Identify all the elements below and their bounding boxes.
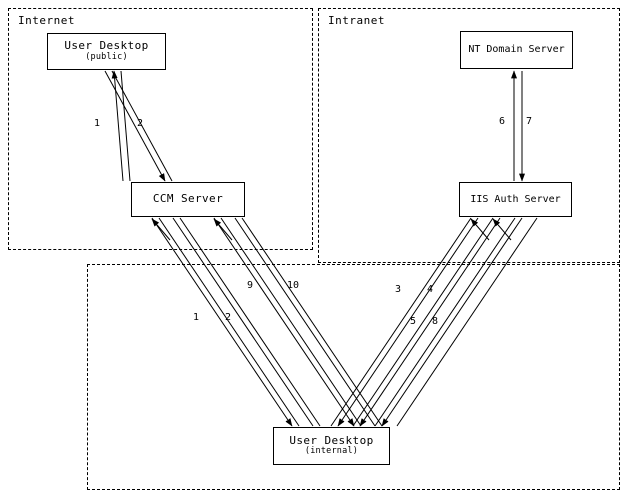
zone-label-intranet: Intranet bbox=[328, 14, 385, 27]
edge-label-2-internal: 2 bbox=[225, 312, 232, 323]
edge-label-7: 7 bbox=[526, 116, 533, 127]
node-title: IIS Auth Server bbox=[470, 193, 561, 205]
wire-arrowheads-into-ccm bbox=[151, 218, 233, 241]
node-ccm-server[interactable]: CCM Server bbox=[131, 182, 245, 217]
node-title: User Desktop bbox=[289, 433, 374, 447]
zone-label-internet: Internet bbox=[18, 14, 75, 27]
node-user-desktop-public[interactable]: User Desktop (public) bbox=[47, 33, 166, 70]
edge-label-8: 8 bbox=[432, 316, 439, 327]
edge-label-9: 9 bbox=[247, 280, 254, 291]
node-subtitle: (internal) bbox=[304, 446, 359, 457]
wire-iis-nt bbox=[511, 70, 525, 182]
edge-label-6: 6 bbox=[499, 116, 506, 127]
wire-ccm-internal-910 bbox=[213, 217, 383, 427]
edge-label-10: 10 bbox=[287, 280, 300, 291]
edge-label-1-public: 1 bbox=[94, 118, 101, 129]
wire-arrowheads-into-iis bbox=[470, 218, 512, 241]
node-title: User Desktop bbox=[64, 39, 149, 53]
wire-ccm-internal-12 bbox=[151, 217, 321, 427]
zone-internet bbox=[8, 8, 313, 250]
zone-internal bbox=[87, 264, 620, 490]
wire-public-ccm bbox=[104, 70, 173, 182]
wire-iis-internal bbox=[330, 217, 538, 427]
edge-label-5: 5 bbox=[410, 316, 417, 327]
node-subtitle: (public) bbox=[85, 51, 128, 62]
edge-label-3: 3 bbox=[395, 284, 402, 295]
node-title: NT Domain Server bbox=[468, 44, 565, 56]
node-nt-domain-server[interactable]: NT Domain Server bbox=[460, 31, 573, 69]
node-iis-auth-server[interactable]: IIS Auth Server bbox=[459, 182, 572, 217]
node-title: CCM Server bbox=[152, 192, 224, 206]
edge-label-1-internal: 1 bbox=[193, 312, 200, 323]
edge-label-4: 4 bbox=[427, 284, 434, 295]
node-user-desktop-internal[interactable]: User Desktop (internal) bbox=[273, 427, 390, 465]
zone-intranet bbox=[318, 8, 620, 263]
edge-label-2-public: 2 bbox=[137, 118, 144, 129]
